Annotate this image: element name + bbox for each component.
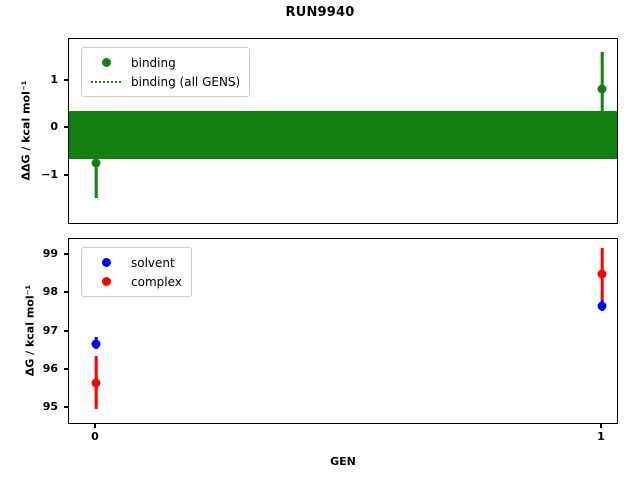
x-axis-label: GEN: [330, 455, 356, 468]
legend-label: solvent: [131, 255, 175, 270]
legend-label: binding: [131, 55, 176, 70]
figure-title: RUN9940: [285, 5, 355, 20]
x-tick-mark: [94, 424, 96, 428]
x-tick-label: 0: [91, 430, 99, 443]
plot-area-solvent-complex: solvent complex: [68, 238, 618, 424]
y-tick-mark: [64, 291, 68, 293]
x-tick-label: 1: [597, 430, 605, 443]
y-tick-mark: [64, 79, 68, 81]
y-tick-mark: [64, 253, 68, 255]
legend-label: binding (all GENS): [131, 74, 241, 89]
complex-marker-gen0[interactable]: [91, 378, 101, 388]
solvent-marker-gen1[interactable]: [597, 301, 607, 311]
y-tick-label-top: 0: [50, 120, 58, 133]
y-tick-mark: [64, 368, 68, 370]
y-tick-mark: [64, 330, 68, 332]
y-tick-mark: [64, 406, 68, 408]
y-tick-label-bottom: 96: [42, 362, 58, 375]
legend-binding: binding binding (all GENS): [81, 47, 251, 97]
legend-item[interactable]: binding: [89, 53, 240, 72]
y-tick-mark: [64, 126, 68, 128]
binding-all-gens-band: [69, 111, 617, 159]
y-tick-label-bottom: 97: [42, 324, 58, 337]
complex-marker-gen1[interactable]: [597, 269, 607, 279]
y-tick-label-top: 1: [50, 73, 58, 86]
legend-item[interactable]: complex: [89, 272, 182, 291]
legend-dot-icon: [89, 258, 123, 267]
legend-item[interactable]: binding (all GENS): [89, 72, 240, 91]
legend-dot-icon: [89, 277, 123, 286]
x-tick-mark: [600, 424, 602, 428]
legend-dotted-line-icon: [89, 80, 123, 83]
solvent-marker-gen0[interactable]: [91, 339, 101, 349]
legend-label: complex: [131, 274, 182, 289]
y-tick-label-bottom: 95: [42, 400, 58, 413]
y-tick-label-bottom: 98: [42, 285, 58, 298]
plot-area-binding: binding binding (all GENS): [68, 38, 618, 224]
legend-item[interactable]: solvent: [89, 253, 182, 272]
y-tick-label-bottom: 99: [42, 247, 58, 260]
legend-dot-icon: [89, 58, 123, 67]
binding-marker-gen0[interactable]: [91, 158, 101, 168]
legend-solvent-complex: solvent complex: [81, 247, 192, 297]
y-tick-label-top: −1: [41, 168, 58, 181]
binding-marker-gen1[interactable]: [597, 84, 607, 94]
y-tick-mark: [64, 174, 68, 176]
